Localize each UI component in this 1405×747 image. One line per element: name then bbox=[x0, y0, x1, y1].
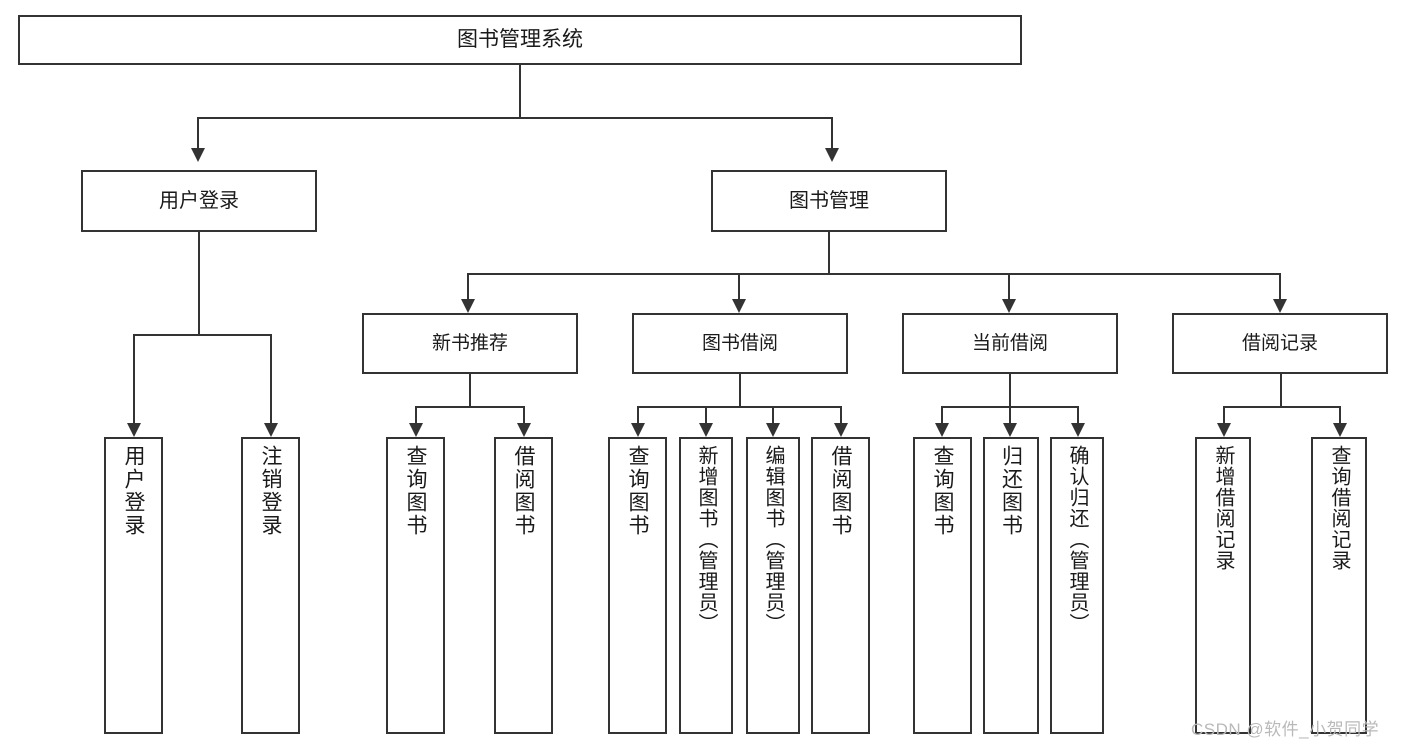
arrowhead-new-book-to-leaf-1 bbox=[409, 423, 423, 437]
connector-borrow-record-stem bbox=[1280, 374, 1282, 407]
node-book-management[interactable]: 图书管理 bbox=[711, 170, 947, 232]
node-label: 借阅记录 bbox=[1241, 332, 1318, 354]
connector-book-borrow-bus bbox=[637, 406, 841, 408]
arrowhead-book-borrow-to-leaf-4 bbox=[834, 423, 848, 437]
node-label: 借阅图书 bbox=[512, 445, 535, 537]
node-label: 归还图书 bbox=[999, 445, 1023, 537]
arrowhead-root-to-user-login bbox=[191, 148, 205, 162]
node-leaf-confirm-return[interactable]: 确认归还（管理员） bbox=[1050, 437, 1104, 734]
connector-new-book-to-leaf-1 bbox=[415, 406, 417, 424]
connector-user-login-stem bbox=[198, 232, 200, 335]
node-leaf-query-book-2[interactable]: 查询图书 bbox=[608, 437, 667, 734]
node-book-borrow[interactable]: 图书借阅 bbox=[632, 313, 848, 374]
connector-new-book-stem bbox=[469, 374, 471, 407]
node-label: 图书借阅 bbox=[701, 332, 778, 354]
connector-borrow-record-to-leaf-1 bbox=[1223, 406, 1225, 424]
arrowhead-bm-to-borrow-record bbox=[1273, 299, 1287, 313]
node-user-login[interactable]: 用户登录 bbox=[81, 170, 317, 232]
node-label: 用户登录 bbox=[159, 189, 239, 212]
node-label: 图书管理系统 bbox=[457, 28, 583, 52]
connector-bm-to-current-borrow bbox=[1008, 273, 1010, 300]
node-leaf-query-book-3[interactable]: 查询图书 bbox=[913, 437, 972, 734]
node-label: 查询图书 bbox=[931, 445, 954, 537]
arrowhead-borrow-record-to-leaf-2 bbox=[1333, 423, 1347, 437]
node-leaf-edit-book[interactable]: 编辑图书（管理员） bbox=[746, 437, 800, 734]
node-label: 图书管理 bbox=[789, 189, 869, 212]
connector-user-login-to-leaf-2 bbox=[270, 334, 272, 424]
arrowhead-book-borrow-to-leaf-2 bbox=[699, 423, 713, 437]
node-label: 当前借阅 bbox=[971, 332, 1048, 354]
connector-root-to-user-login bbox=[197, 117, 199, 149]
arrowhead-borrow-record-to-leaf-1 bbox=[1217, 423, 1231, 437]
connector-borrow-record-to-leaf-2 bbox=[1339, 406, 1341, 424]
connector-root-bus bbox=[197, 117, 833, 119]
arrowhead-new-book-to-leaf-2 bbox=[517, 423, 531, 437]
node-new-book-recommend[interactable]: 新书推荐 bbox=[362, 313, 578, 374]
csdn-watermark: CSDN @软件_小贺同学 bbox=[1191, 720, 1380, 739]
node-label: 确认归还（管理员） bbox=[1066, 445, 1088, 634]
arrowhead-bm-to-new-book bbox=[461, 299, 475, 313]
arrowhead-bm-to-book-borrow bbox=[732, 299, 746, 313]
arrowhead-current-borrow-to-leaf-3 bbox=[1071, 423, 1085, 437]
connector-book-borrow-to-leaf-2 bbox=[705, 406, 707, 424]
connector-bm-to-new-book bbox=[467, 273, 469, 300]
arrowhead-current-borrow-to-leaf-1 bbox=[935, 423, 949, 437]
connector-new-book-to-leaf-2 bbox=[523, 406, 525, 424]
connector-book-management-bus bbox=[467, 273, 1281, 275]
connector-bm-to-borrow-record bbox=[1279, 273, 1281, 300]
node-borrow-record[interactable]: 借阅记录 bbox=[1172, 313, 1388, 374]
node-label: 查询借阅记录 bbox=[1328, 445, 1350, 571]
connector-new-book-bus bbox=[415, 406, 525, 408]
node-label: 用户登录 bbox=[122, 445, 145, 537]
node-label: 查询图书 bbox=[404, 445, 427, 537]
connector-root-to-book-management bbox=[831, 117, 833, 149]
connector-borrow-record-bus bbox=[1223, 406, 1341, 408]
node-label: 新书推荐 bbox=[431, 332, 508, 354]
connector-book-borrow-to-leaf-1 bbox=[637, 406, 639, 424]
node-label: 查询图书 bbox=[626, 445, 649, 537]
connector-current-borrow-to-leaf-3 bbox=[1077, 406, 1079, 424]
node-label: 注销登录 bbox=[259, 445, 282, 537]
node-leaf-add-record[interactable]: 新增借阅记录 bbox=[1195, 437, 1251, 734]
arrowhead-user-login-to-leaf-2 bbox=[264, 423, 278, 437]
node-leaf-query-record[interactable]: 查询借阅记录 bbox=[1311, 437, 1367, 734]
node-current-borrow[interactable]: 当前借阅 bbox=[902, 313, 1118, 374]
connector-current-borrow-to-leaf-2 bbox=[1009, 406, 1011, 424]
node-leaf-add-book[interactable]: 新增图书（管理员） bbox=[679, 437, 733, 734]
arrowhead-book-borrow-to-leaf-3 bbox=[766, 423, 780, 437]
connector-book-borrow-to-leaf-4 bbox=[840, 406, 842, 424]
node-label: 新增借阅记录 bbox=[1212, 445, 1234, 571]
connector-user-login-bus bbox=[133, 334, 272, 336]
connector-book-management-stem bbox=[828, 232, 830, 274]
connector-bm-to-book-borrow bbox=[738, 273, 740, 300]
node-leaf-borrow-book-1[interactable]: 借阅图书 bbox=[494, 437, 553, 734]
connector-current-borrow-to-leaf-1 bbox=[941, 406, 943, 424]
connector-current-borrow-stem bbox=[1009, 374, 1011, 407]
node-label: 新增图书（管理员） bbox=[695, 445, 717, 634]
arrowhead-book-borrow-to-leaf-1 bbox=[631, 423, 645, 437]
node-label: 编辑图书（管理员） bbox=[762, 445, 784, 634]
arrowhead-user-login-to-leaf-1 bbox=[127, 423, 141, 437]
node-leaf-logout[interactable]: 注销登录 bbox=[241, 437, 300, 734]
connector-book-borrow-to-leaf-3 bbox=[772, 406, 774, 424]
connector-book-borrow-stem bbox=[739, 374, 741, 407]
connector-root-stem bbox=[519, 65, 521, 118]
arrowhead-bm-to-current-borrow bbox=[1002, 299, 1016, 313]
node-leaf-query-book-1[interactable]: 查询图书 bbox=[386, 437, 445, 734]
node-root-system[interactable]: 图书管理系统 bbox=[18, 15, 1022, 65]
arrowhead-root-to-book-management bbox=[825, 148, 839, 162]
node-label: 借阅图书 bbox=[829, 445, 852, 537]
connector-user-login-to-leaf-1 bbox=[133, 334, 135, 424]
node-leaf-user-login[interactable]: 用户登录 bbox=[104, 437, 163, 734]
node-leaf-borrow-book-2[interactable]: 借阅图书 bbox=[811, 437, 870, 734]
node-leaf-return-book[interactable]: 归还图书 bbox=[983, 437, 1039, 734]
arrowhead-current-borrow-to-leaf-2 bbox=[1003, 423, 1017, 437]
